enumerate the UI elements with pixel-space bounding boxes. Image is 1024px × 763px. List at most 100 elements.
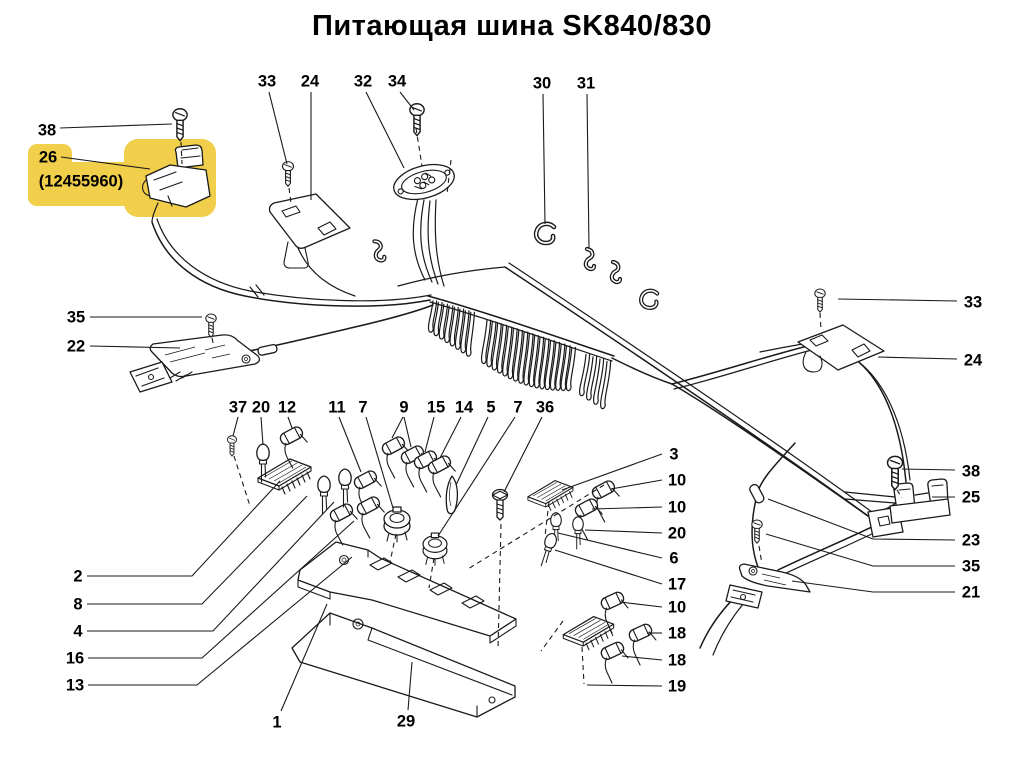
callout-10: 10 [668,599,686,617]
branch-wire [565,346,576,392]
clip-31 [586,249,594,269]
leader-line [424,416,435,453]
leader-line [586,93,590,250]
callout-35: 35 [67,309,85,327]
leader-line [59,123,173,129]
branch-wire [480,319,492,365]
lamp [338,468,352,508]
branch-wire [449,306,459,347]
leader-line [437,416,516,537]
callout-14: 14 [455,399,474,417]
branch-wire [523,333,534,386]
leader-line [439,416,462,459]
callout-16: 16 [66,650,84,668]
callout-5: 5 [486,399,495,417]
leader-line [287,416,293,429]
branch-wire [460,310,470,354]
branch-wire [560,345,571,392]
diagram-title: Питающая шина SK840/830 [311,10,712,42]
callout-33: 33 [258,73,276,91]
screw-35 [751,519,763,544]
branch-wire [544,340,555,391]
clip [641,291,657,308]
callout-17: 17 [668,576,686,594]
leader-line [365,416,394,509]
leader-line [399,91,415,111]
callout-1: 1 [272,714,281,732]
leader-line [403,416,412,448]
leader-line [88,556,353,686]
callout-38: 38 [962,463,980,481]
lamp-20 [572,516,584,550]
circuit-breaker-7 [383,506,411,543]
callout-13: 13 [66,677,84,695]
callout-15: 15 [427,399,445,417]
callout-6: 6 [669,550,678,568]
wiring-harness [151,197,929,656]
screw-35 [205,313,217,338]
branch-wire [502,326,513,377]
branch-wire [555,343,566,391]
callout-10: 10 [668,499,686,517]
screw-33 [814,288,826,313]
branch-wire [454,308,465,350]
leader-line [619,601,663,608]
bracket-24-right [797,324,885,373]
leader-line [503,416,543,493]
callout-8: 8 [73,596,82,614]
branch-wire [427,300,438,333]
leader-line [561,453,663,491]
assembly-guides [180,127,903,685]
branch-wire [486,321,497,368]
callout-21: 21 [962,584,980,602]
callout-3: 3 [669,446,678,464]
leader-line [791,580,955,593]
callout-38: 38 [38,122,56,140]
leader-line [87,501,335,632]
callout-11: 11 [328,399,345,417]
branch-wire [496,324,508,374]
leader-line [621,655,663,661]
callout-26: 26 [39,149,57,167]
callout-34: 34 [388,73,407,91]
callout-29: 29 [397,713,415,731]
leader-line [837,298,958,302]
screw-38 [172,108,188,142]
bolt-36 [491,488,509,521]
clip [373,240,385,261]
clamp-25 [867,478,951,538]
branch-wire [512,329,523,382]
callout-25: 25 [962,489,980,507]
callout-20: 20 [252,399,270,417]
leader-line [765,533,955,567]
callout-23: 23 [962,532,980,550]
leader-line [87,495,308,605]
parts [129,103,951,718]
callout-12455960: (12455960) [39,173,123,191]
callout-18: 18 [668,652,686,670]
connector-32 [393,163,455,201]
leader-line [338,416,362,473]
callout-32: 32 [354,73,372,91]
callout-35: 35 [962,558,980,576]
branch-wire [465,311,475,357]
callout-24: 24 [964,352,983,370]
bracket-24-top [268,193,351,269]
branch-wire [433,302,443,337]
leader-line [455,416,489,486]
callout-37: 37 [229,399,247,417]
leader-line [60,156,151,170]
branch-wire [528,334,539,388]
callout-20: 20 [668,525,686,543]
screw-37 [226,435,238,457]
circuit-breaker-7 [422,532,448,566]
branch-wire [539,338,550,390]
leader-line [901,468,956,471]
clip-30 [536,224,554,243]
leader-line [877,356,958,360]
branch-wire [549,341,561,391]
leader-line [232,416,239,437]
